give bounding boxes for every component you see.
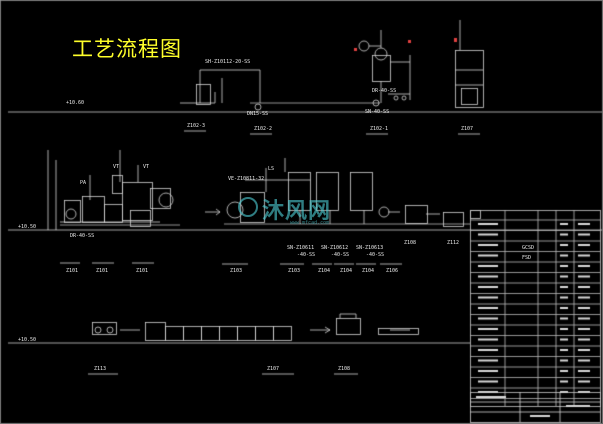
panel-label-gcsd: GCSD: [522, 245, 535, 251]
equip-tag-z101-b: Z101: [96, 268, 109, 274]
equip-tag-z108: Z108: [404, 240, 417, 246]
level-label-lower: +10.50: [18, 337, 37, 343]
equip-tag-z107: Z107: [461, 126, 474, 132]
instrument-vt-2: VT: [143, 164, 150, 170]
equip-tag-z102-3: Z102-3: [187, 123, 206, 129]
equip-tag-z108-bottom: Z108: [338, 366, 351, 372]
watermark-text: 沐风网: [262, 199, 332, 224]
equip-tag-z113: Z113: [94, 366, 107, 372]
pipe-label-sn1: SN-Z10611: [287, 245, 315, 251]
equip-tag-z107-bottom: Z107: [267, 366, 280, 372]
equip-tag-z104-a: Z104: [318, 268, 331, 274]
watermark-url: www.mfcad.com: [290, 220, 330, 226]
pipe-label-dn15: DN15-SS: [247, 111, 269, 117]
equip-tag-z106: Z106: [386, 268, 399, 274]
pipe-label-size3: -40-SS: [366, 252, 385, 258]
equip-tag-z101-c: Z101: [136, 268, 149, 274]
equip-tag-z102-2: Z102-2: [254, 126, 273, 132]
pipe-label-sn2: SN-Z10612: [321, 245, 349, 251]
pipe-label-sn3: SN-Z10613: [356, 245, 384, 251]
equip-tag-z104-c: Z104: [362, 268, 375, 274]
watermark-logo-icon: [238, 197, 258, 217]
equip-tag-z103-a: Z103: [230, 268, 243, 274]
panel-label-fsd: FSD: [522, 255, 532, 261]
pipe-label-sh: SH-Z10112-20-SS: [205, 59, 251, 65]
instrument-pa: PA: [80, 180, 87, 186]
level-label-middle: +10.50: [18, 224, 37, 230]
equip-tag-z104-b: Z104: [340, 268, 353, 274]
equip-tag-z102-1: Z102-1: [370, 126, 389, 132]
pipe-label-dr-left: DR-40-SS: [70, 233, 95, 239]
equip-tag-z101-a: Z101: [66, 268, 79, 274]
level-label-upper: +10.60: [66, 100, 85, 106]
pipe-label-size2: -40-SS: [331, 252, 350, 258]
equip-tag-z112: Z112: [447, 240, 460, 246]
pipe-label-sn40: SN-40-SS: [365, 109, 390, 115]
pipe-label-ve: VE-Z10811-32: [228, 176, 265, 182]
pipe-label-ls: LS: [268, 166, 275, 172]
instrument-vt-1: VT: [113, 164, 120, 170]
diagram-title: 工艺流程图: [72, 37, 182, 61]
pipe-label-dr40: DR-40-SS: [372, 88, 397, 94]
pipe-label-size1: -40-SS: [297, 252, 316, 258]
equip-tag-z103-b: Z103: [288, 268, 301, 274]
